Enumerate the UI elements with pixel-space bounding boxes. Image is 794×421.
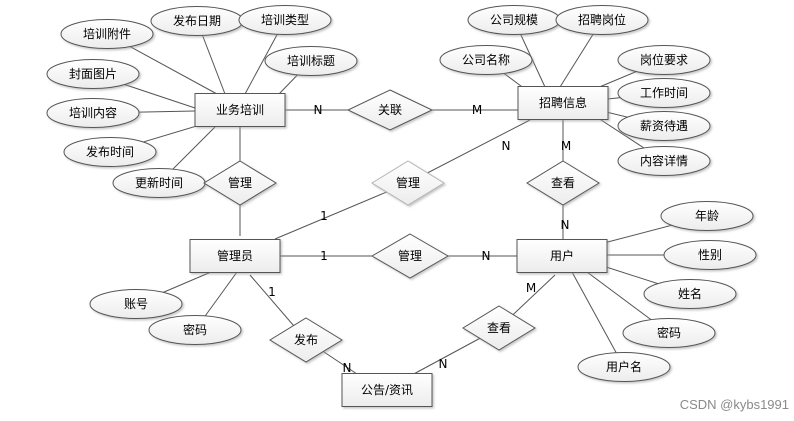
entity-label: 招聘信息 bbox=[539, 95, 587, 110]
attribute-ellipse bbox=[555, 5, 649, 35]
attribute-label: 培训标题 bbox=[287, 53, 335, 68]
relationship-diamond bbox=[371, 160, 445, 206]
entity-box bbox=[341, 373, 433, 407]
relationship-diamond bbox=[346, 89, 434, 131]
attribute-label: 年龄 bbox=[695, 209, 719, 223]
attribute-connector bbox=[571, 271, 625, 368]
attribute-ellipse bbox=[617, 78, 711, 108]
entity-box bbox=[194, 93, 286, 127]
cardinality-label: 1 bbox=[320, 209, 328, 223]
attribute-ellipse bbox=[622, 318, 716, 348]
attribute-label: 封面图片 bbox=[69, 67, 117, 81]
relationship-label: 关联 bbox=[378, 103, 402, 117]
attribute-label: 培训内容 bbox=[69, 105, 117, 120]
relationship-diamond bbox=[203, 160, 277, 206]
cardinality-label: N bbox=[482, 249, 491, 263]
cardinality-label: M bbox=[472, 103, 482, 117]
attribute-label: 岗位要求 bbox=[640, 52, 688, 67]
entity-box bbox=[189, 239, 281, 273]
entity-label: 业务培训 bbox=[216, 102, 264, 117]
attribute-label: 内容详情 bbox=[640, 153, 688, 168]
entity-label: 公告/资讯 bbox=[361, 383, 413, 397]
cardinality-label: M bbox=[561, 139, 571, 153]
attribute-ellipse bbox=[617, 146, 711, 176]
attribute-ellipse bbox=[264, 46, 358, 76]
cardinality-label: N bbox=[439, 357, 448, 371]
attribute-label: 发布日期 bbox=[173, 13, 221, 28]
relationship-diamond bbox=[526, 160, 600, 206]
attribute-ellipse bbox=[439, 45, 533, 75]
attribute-label: 密码 bbox=[657, 325, 681, 340]
cardinality-label: 1 bbox=[268, 285, 276, 299]
cardinality-label: M bbox=[526, 281, 536, 295]
relationship-connector bbox=[407, 119, 531, 184]
relationship-label: 查看 bbox=[487, 321, 511, 335]
attribute-ellipse bbox=[46, 98, 140, 128]
relationship-label: 管理 bbox=[228, 175, 252, 190]
attribute-label: 性别 bbox=[698, 248, 722, 262]
attribute-ellipse bbox=[663, 240, 757, 270]
relationship-label: 查看 bbox=[551, 176, 575, 190]
cardinality-label: N bbox=[314, 103, 323, 117]
relationship-diamond bbox=[371, 233, 449, 279]
attribute-label: 培训类型 bbox=[261, 12, 309, 27]
relationship-diamond bbox=[462, 305, 536, 351]
relationship-connector bbox=[274, 182, 409, 240]
watermark: CSDN @kybs1991 bbox=[680, 397, 789, 412]
relationship-label: 管理 bbox=[396, 175, 420, 190]
entity-label: 用户 bbox=[550, 248, 574, 263]
relationship-label: 管理 bbox=[398, 248, 422, 263]
attribute-label: 更新时间 bbox=[135, 175, 183, 190]
attribute-label: 姓名 bbox=[678, 286, 702, 301]
attribute-ellipse bbox=[148, 315, 242, 345]
cardinality-label: N bbox=[561, 218, 570, 232]
attribute-label: 招聘岗位 bbox=[578, 12, 626, 27]
cardinality-label: N bbox=[502, 139, 511, 153]
attribute-label: 培训附件 bbox=[83, 26, 131, 41]
attribute-label: 密码 bbox=[183, 322, 207, 337]
attribute-ellipse bbox=[643, 279, 737, 309]
attribute-label: 公司名称 bbox=[462, 52, 510, 67]
relationship-diamond bbox=[269, 317, 343, 363]
attribute-ellipse bbox=[617, 111, 711, 141]
cardinality-label: N bbox=[343, 361, 352, 375]
attribute-label: 发布时间 bbox=[86, 144, 134, 159]
cardinality-label: 1 bbox=[320, 249, 328, 263]
relationship-label: 发布 bbox=[294, 332, 318, 347]
attribute-label: 用户名 bbox=[606, 359, 642, 374]
attribute-label: 薪资待遇 bbox=[640, 119, 688, 133]
attribute-ellipse bbox=[63, 137, 157, 167]
attribute-ellipse bbox=[660, 201, 754, 231]
attribute-ellipse bbox=[89, 289, 183, 319]
attribute-ellipse bbox=[577, 352, 671, 382]
entity-label: 管理员 bbox=[217, 248, 253, 263]
attribute-ellipse bbox=[60, 19, 154, 49]
attribute-label: 账号 bbox=[124, 297, 148, 311]
attribute-ellipse bbox=[46, 59, 140, 89]
attribute-ellipse bbox=[238, 5, 332, 35]
attribute-label: 工作时间 bbox=[640, 86, 688, 100]
attribute-ellipse bbox=[617, 45, 711, 75]
entity-box bbox=[517, 86, 609, 120]
attribute-label: 公司规模 bbox=[490, 12, 538, 27]
entity-box bbox=[516, 239, 608, 273]
